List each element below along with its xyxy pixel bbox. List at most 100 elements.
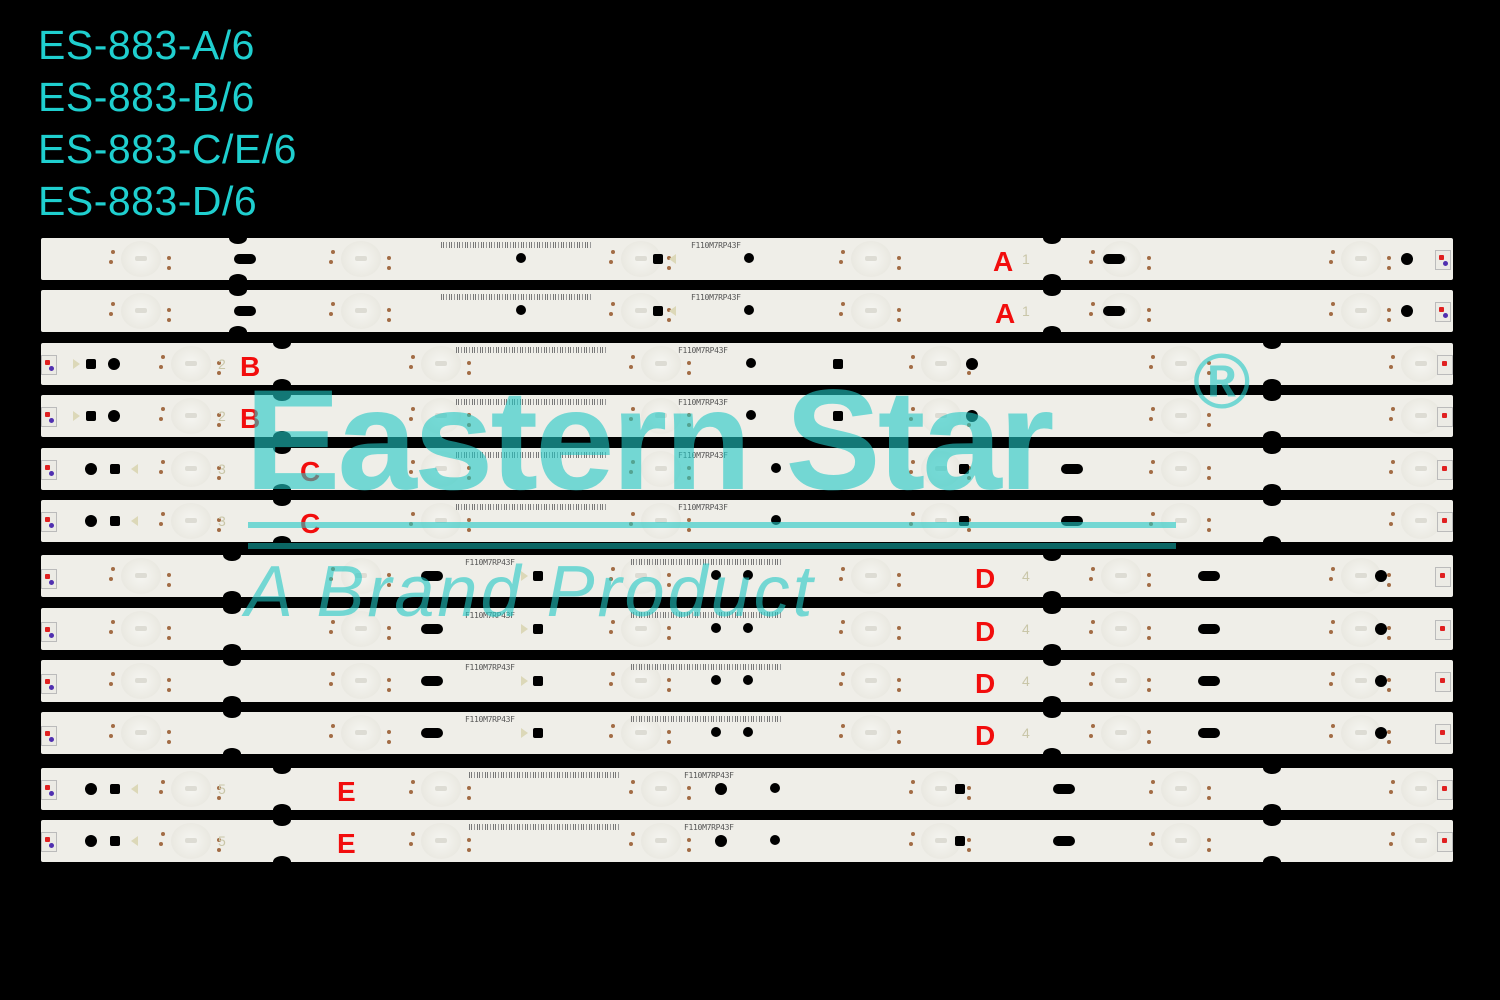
solder-dot	[109, 577, 113, 581]
model-label: F110M7RP43F	[691, 241, 741, 250]
led-lens	[1341, 715, 1381, 751]
mount-hole	[770, 783, 780, 793]
wire-connector	[41, 726, 57, 746]
solder-dot	[1387, 308, 1391, 312]
solder-dot	[611, 302, 615, 306]
solder-dot	[1207, 796, 1211, 800]
led-lens	[1401, 451, 1441, 487]
solder-dot	[967, 371, 971, 375]
purple-wire-icon	[49, 366, 54, 371]
led-lens	[1341, 663, 1381, 699]
led-lens	[1401, 346, 1441, 382]
solder-dot	[1207, 466, 1211, 470]
solder-dot	[467, 423, 471, 427]
solder-dot	[609, 682, 613, 686]
strip-notch	[1263, 762, 1281, 774]
solder-dot	[1329, 577, 1333, 581]
solder-dot	[409, 790, 413, 794]
strip-notch	[273, 442, 291, 454]
solder-dot	[217, 528, 221, 532]
red-wire-icon	[45, 517, 50, 522]
mount-hole	[85, 835, 97, 847]
strip-notch	[223, 696, 241, 708]
wire-connector	[41, 460, 57, 480]
solder-dot	[111, 250, 115, 254]
red-wire-icon	[45, 837, 50, 842]
model-label: F110M7RP43F	[678, 346, 728, 355]
led-lens	[171, 451, 211, 487]
solder-dot	[467, 796, 471, 800]
strip-notch	[1043, 591, 1061, 603]
solder-dot	[609, 577, 613, 581]
red-wire-icon	[45, 465, 50, 470]
red-wire-icon	[45, 412, 50, 417]
solder-dot	[841, 567, 845, 571]
led-lens	[1101, 663, 1141, 699]
solder-dot	[1149, 842, 1153, 846]
solder-dot	[967, 476, 971, 480]
strip-notch	[1263, 389, 1281, 401]
strip-notch	[229, 232, 247, 244]
model-label: F110M7RP43F	[465, 611, 515, 620]
solder-dot	[167, 308, 171, 312]
mount-hole	[966, 358, 978, 370]
solder-dot	[667, 626, 671, 630]
mount-hole	[743, 675, 753, 685]
solder-dot	[1207, 361, 1211, 365]
mount-hole	[1375, 623, 1387, 635]
solder-dot	[167, 636, 171, 640]
led-lens	[921, 503, 961, 539]
solder-dot	[387, 626, 391, 630]
led-lens	[171, 503, 211, 539]
strip-number: 3	[218, 513, 226, 529]
wire-connector-end	[1437, 780, 1453, 800]
solder-dot	[687, 361, 691, 365]
strip-notch	[229, 274, 247, 286]
led-lens	[851, 241, 891, 277]
led-lens	[121, 663, 161, 699]
barcode	[631, 716, 781, 722]
solder-dot	[111, 724, 115, 728]
product-code-b: ES-883-B/6	[38, 74, 255, 120]
solder-dot	[467, 413, 471, 417]
solder-dot	[159, 365, 163, 369]
solder-dot	[629, 417, 633, 421]
solder-dot	[1387, 266, 1391, 270]
solder-dot	[687, 413, 691, 417]
strip-notch	[1263, 494, 1281, 506]
wire-connector-end	[1435, 567, 1451, 587]
solder-dot	[687, 518, 691, 522]
solder-dot	[897, 730, 901, 734]
solder-dot	[1329, 630, 1333, 634]
strip-number: 4	[1022, 621, 1030, 637]
barcode	[456, 452, 606, 458]
strip-notch	[273, 484, 291, 496]
solder-dot	[167, 318, 171, 322]
solder-dot	[1391, 512, 1395, 516]
solder-dot	[1391, 832, 1395, 836]
led-lens	[341, 715, 381, 751]
solder-dot	[667, 636, 671, 640]
solder-dot	[387, 583, 391, 587]
solder-dot	[409, 470, 413, 474]
strip-notch	[1043, 748, 1061, 760]
solder-dot	[1207, 786, 1211, 790]
solder-dot	[161, 355, 165, 359]
solder-dot	[1389, 522, 1393, 526]
strip-notch	[273, 856, 291, 868]
solder-dot	[1147, 308, 1151, 312]
mount-slot	[234, 254, 256, 264]
mount-hole	[966, 410, 978, 422]
solder-dot	[897, 256, 901, 260]
mount-slot	[1198, 624, 1220, 634]
solder-dot	[1387, 688, 1391, 692]
solder-dot	[161, 780, 165, 784]
watermark-underline	[248, 522, 1176, 528]
led-lens	[121, 715, 161, 751]
solder-dot	[167, 740, 171, 744]
led-lens	[641, 823, 681, 859]
strip-notch	[1263, 484, 1281, 496]
